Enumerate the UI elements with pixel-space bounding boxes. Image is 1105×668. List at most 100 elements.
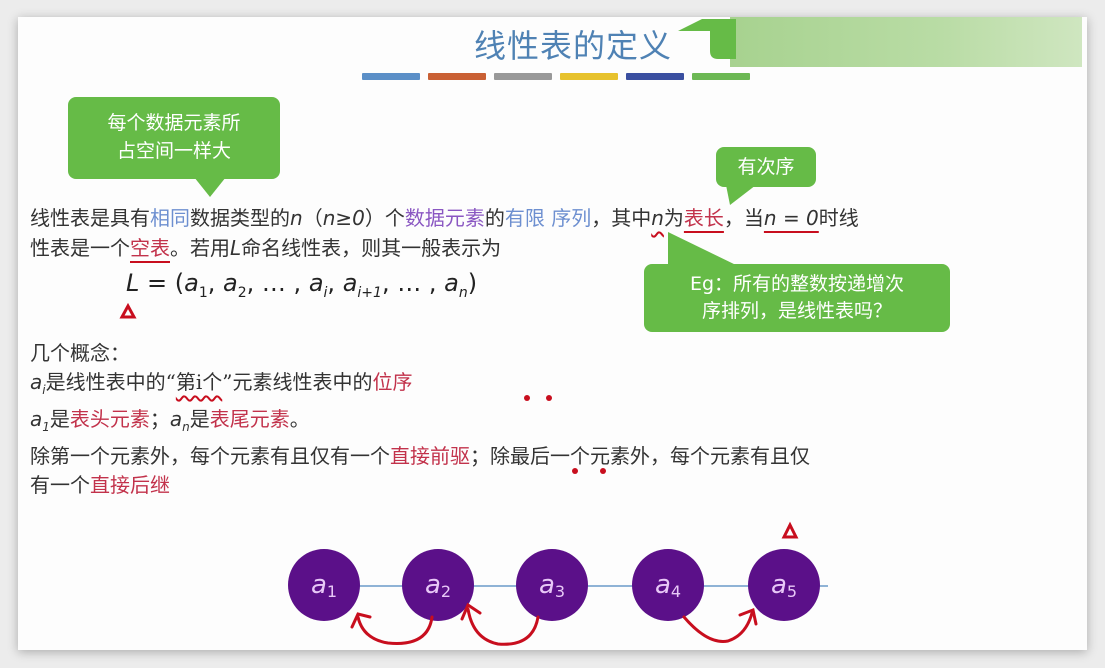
sub: i+1 — [357, 284, 382, 301]
text-run: ，其中 — [591, 206, 652, 230]
text-run: 。 — [289, 407, 310, 431]
definition-line-2: 性表是一个空表。若用L命名线性表，则其一般表示为 — [30, 233, 501, 263]
color-bar-gray — [494, 73, 552, 80]
text-run: ）个 — [364, 206, 405, 230]
callout-ordered-text: 有次序 — [737, 156, 795, 178]
math-L: L — [230, 236, 242, 260]
sub: n — [182, 420, 190, 434]
text-run: 数据类型的 — [190, 206, 290, 230]
text-run: ；除最后一个元素外，每个元素有且仅 — [470, 444, 810, 468]
math-a: a — [30, 407, 43, 431]
text-run: 命名线性表，则其一般表示为 — [241, 236, 502, 260]
color-bar-green — [692, 73, 750, 80]
highlight-same: 相同 — [150, 206, 190, 230]
highlight-tail-element: 表尾元素 — [209, 407, 290, 431]
math-n: n — [651, 206, 664, 230]
annotation-dot — [600, 468, 606, 474]
node-sub: 3 — [554, 581, 566, 601]
color-bar-orange — [428, 73, 486, 80]
formula-a: a — [342, 269, 358, 297]
definition-line-1: 线性表是具有相同数据类型的n（n≥0）个数据元素的有限 序列，其中n为表长，当n… — [30, 203, 859, 233]
node-sub: 5 — [786, 581, 798, 601]
text-run: 是线性表中的“ — [45, 370, 176, 394]
callout-tail — [194, 177, 226, 197]
formula-a: a — [184, 269, 199, 297]
callout-ordered: 有次序 — [716, 147, 816, 205]
text-run: , — [381, 269, 398, 297]
title-callout-shape — [678, 19, 736, 59]
highlight-finite: 有限 — [504, 206, 545, 230]
green-banner-overlay — [730, 17, 1082, 67]
math-a: a — [169, 407, 183, 431]
annotation-dot — [524, 395, 530, 401]
node-link-line — [358, 585, 828, 587]
color-bar-yellow — [560, 73, 618, 80]
sub: n — [458, 284, 468, 301]
formula-a: a — [223, 269, 238, 297]
text-run: 除第一个元素外，每个元素有且仅有一个 — [30, 444, 390, 468]
highlight-head-element: 表头元素 — [69, 407, 150, 431]
math-n-eq-0: n = 0 — [763, 206, 819, 230]
linear-list-formula: L = (a1, a2, … , ai, ai+1, … , an) — [126, 269, 477, 301]
concept-line-4: 有一个直接后继 — [30, 471, 810, 500]
callout-element-size-line1: 每个数据元素所 — [107, 112, 241, 134]
concept-line-2: a1是表头元素；an是表尾元素。 — [30, 405, 810, 442]
annotation-dot — [546, 395, 552, 401]
math-n-ge-0: n≥0 — [322, 206, 365, 230]
highlight-data-elements: 数据元素 — [404, 206, 485, 230]
node-label: a — [310, 570, 327, 600]
node-label: a — [654, 570, 671, 600]
highlight-sequence: 序列 — [544, 206, 592, 230]
highlight-order: 位序 — [372, 370, 413, 394]
annotation-triangle-icon — [119, 302, 137, 319]
text-run: ，当 — [723, 206, 764, 230]
callout-example: Eg：所有的整数按递增次 序排列，是线性表吗？ — [644, 232, 950, 332]
color-bar-blue — [362, 73, 420, 80]
text-run: , — [327, 269, 343, 297]
highlight-predecessor: 直接前驱 — [390, 444, 470, 468]
color-bar-navy — [626, 73, 684, 80]
callout-tail — [668, 232, 738, 266]
callout-element-size-line2: 占空间一样大 — [116, 140, 231, 162]
text-run: … , — [261, 269, 309, 297]
text-run: … , — [397, 269, 445, 297]
node-label: a — [770, 570, 787, 600]
concept-line-3: 除第一个元素外，每个元素有且仅有一个直接前驱；除最后一个元素外，每个元素有且仅 — [30, 442, 810, 471]
text-run: 性表是一个 — [30, 236, 130, 260]
sub: 2 — [237, 284, 247, 301]
sub: i — [323, 284, 328, 301]
text-run: ”元素线性表中的 — [222, 370, 373, 394]
sub: 1 — [198, 284, 208, 301]
formula-a: a — [444, 269, 459, 297]
formula-a: a — [308, 269, 324, 297]
sub: 1 — [42, 420, 50, 434]
text-run: 有一个 — [30, 473, 90, 497]
node-sub: 2 — [440, 581, 452, 601]
node-sub: 4 — [670, 581, 682, 601]
concept-line-1: ai是线性表中的“第i个”元素线性表中的位序 — [30, 368, 810, 405]
node-label: a — [424, 570, 441, 600]
color-bar-strip — [362, 73, 750, 80]
annotation-dot — [572, 468, 578, 474]
slide-frame: 线性表的定义 每个数据元素所 占空间一样大 有次序 Eg：所有的整数按递增次 序… — [18, 17, 1087, 650]
text-run: 为 — [663, 206, 684, 230]
text-run: ) — [467, 269, 478, 297]
highlight-empty-table: 空表 — [130, 236, 170, 260]
text-run: , — [246, 269, 262, 297]
math-a: a — [30, 370, 43, 394]
node-label: a — [538, 570, 555, 600]
callout-example-line2: 序排列，是线性表吗？ — [701, 300, 892, 322]
text-run: 的 — [484, 206, 505, 230]
highlight-successor: 直接后继 — [90, 473, 170, 497]
text-run: ； — [149, 407, 170, 431]
concepts-section: 几个概念： ai是线性表中的“第i个”元素线性表中的位序 a1是表头元素；an是… — [30, 339, 810, 500]
math-n: n — [290, 206, 303, 230]
concepts-heading: 几个概念： — [30, 341, 130, 365]
slide-title: 线性表的定义 — [473, 27, 672, 65]
callout-tail — [726, 185, 756, 205]
text-run: 是 — [49, 407, 70, 431]
